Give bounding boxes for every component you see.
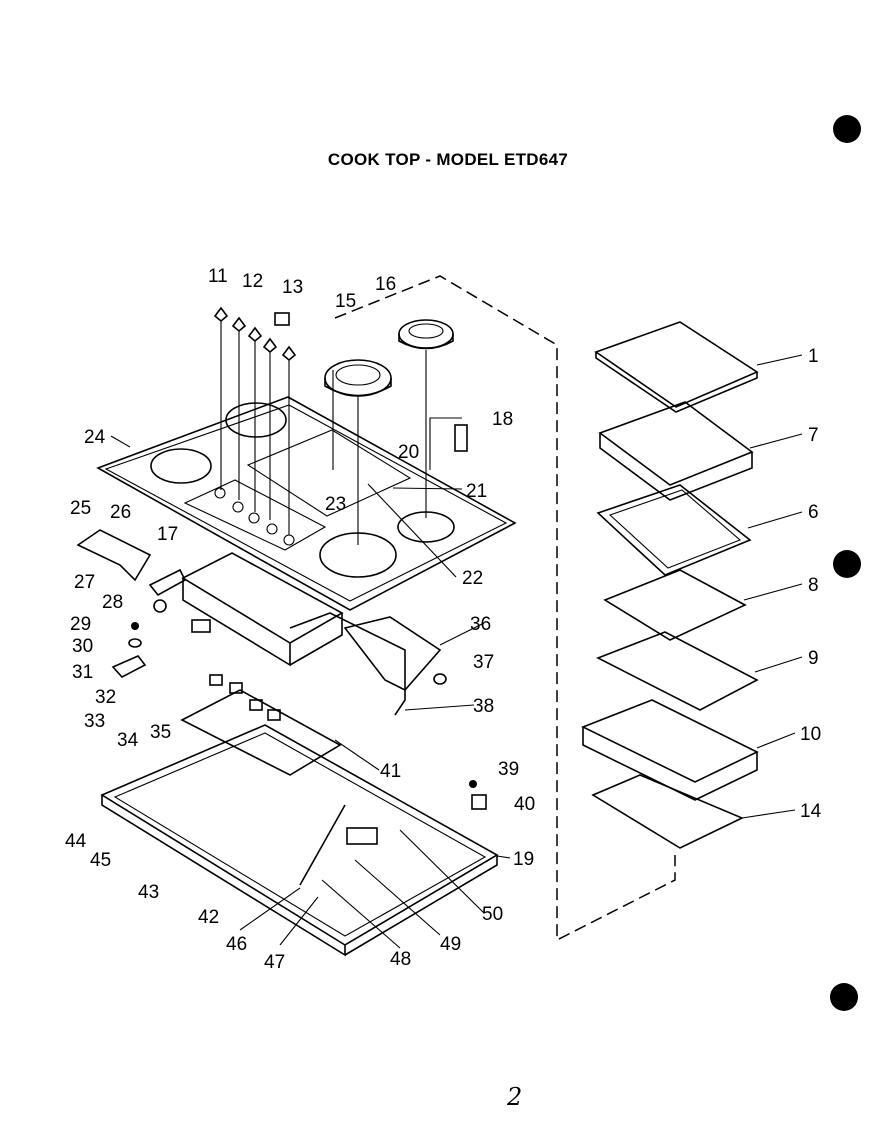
callout-21: 21 [466,481,487,502]
callout-13: 13 [282,277,303,298]
callout-37: 37 [473,652,494,673]
callout-8: 8 [808,575,819,596]
callout-50: 50 [482,904,503,925]
binder-hole-bottom [830,983,858,1011]
page-number: 2 [507,1083,523,1111]
callout-11: 11 [208,266,228,287]
callout-16: 16 [375,274,396,295]
callout-29: 29 [70,614,91,635]
callout-26: 26 [110,502,131,523]
callout-45: 45 [90,850,111,871]
callout-36: 36 [470,614,491,635]
bottom-pan [100,724,499,957]
callout-49: 49 [440,934,461,955]
binder-hole-top [833,115,861,143]
callout-38: 38 [473,696,494,717]
callout-40: 40 [514,794,535,815]
callout-23: 23 [325,494,346,515]
control-knobs [213,306,297,535]
callout-31: 31 [72,662,93,683]
brackets [76,529,447,691]
callout-27: 27 [74,572,95,593]
callout-44: 44 [65,831,87,852]
callout-10: 10 [800,724,821,745]
callout-43: 43 [138,882,159,903]
callout-35: 35 [150,722,171,743]
diagram-title: COOK TOP - MODEL ETD647 [327,150,569,169]
callout-41: 41 [380,761,401,782]
binder-hole-middle [833,550,861,578]
callout-48: 48 [390,949,411,970]
callout-39: 39 [498,759,519,780]
callout-22: 22 [462,568,483,589]
callout-32: 32 [95,687,116,708]
callout-18: 18 [492,409,513,430]
leader-lines [110,354,803,949]
callout-20: 20 [398,442,419,463]
control-housing [180,552,406,776]
callout-33: 33 [84,711,105,732]
callout-30: 30 [72,636,93,657]
callout-24: 24 [84,427,106,448]
callout-9: 9 [808,648,819,669]
callout-42: 42 [198,907,219,928]
callout-34: 34 [117,730,139,751]
callout-1: 1 [808,346,819,367]
cooktop-panel [96,396,517,611]
callout-6: 6 [808,502,819,523]
callout-19: 19 [513,849,534,870]
callout-17: 17 [157,524,178,545]
callout-7: 7 [808,425,819,446]
callout-labels: 1 6 7 8 9 10 11 12 13 14 15 16 17 18 19 … [65,266,822,973]
callout-12: 12 [242,271,263,292]
callout-46: 46 [226,934,247,955]
callout-25: 25 [70,498,91,519]
callout-47: 47 [264,952,285,973]
grill-assembly [581,321,759,849]
callout-15: 15 [335,291,356,312]
callout-14: 14 [800,801,822,822]
surface-elements [324,319,468,545]
callout-28: 28 [102,592,123,613]
